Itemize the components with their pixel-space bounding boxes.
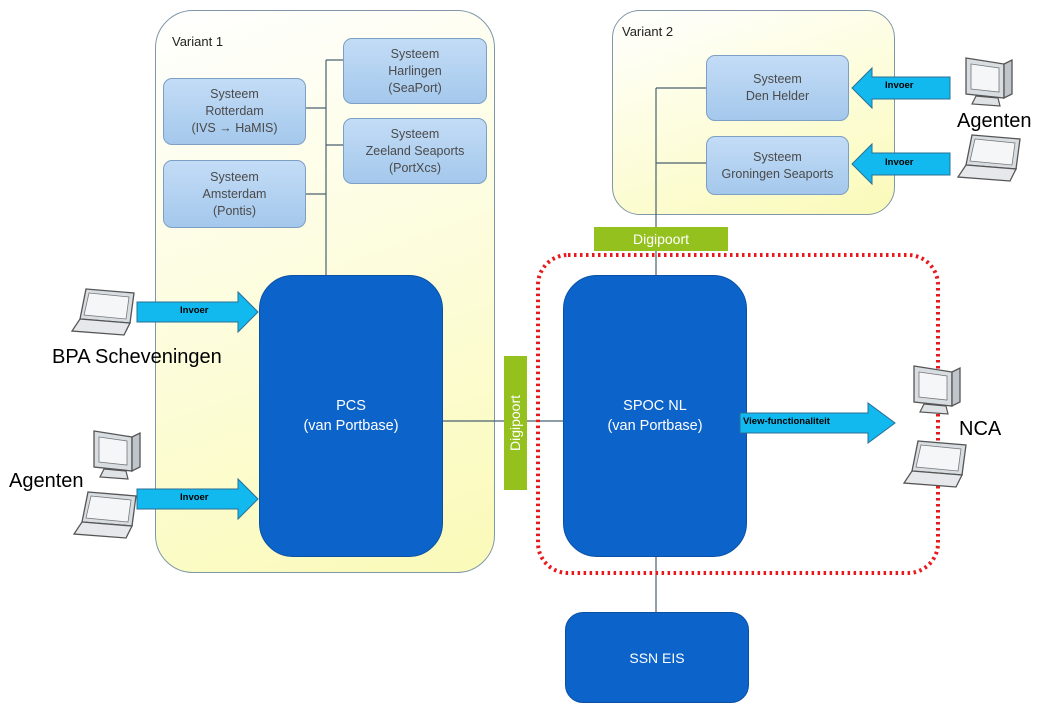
agenten-left-label: Agenten [9,470,84,492]
arrow-invoer-groningen [851,142,951,186]
invoer-groningen-label: Invoer [885,157,914,168]
system-zeeland: Systeem Zeeland Seaports (PortXcs) [343,118,487,184]
system-rotterdam-line2: Rotterdam [205,104,264,118]
system-groningen-line2: Groningen Seaports [721,166,834,181]
variant-1-label: Variant 1 [172,34,224,49]
ssn-eis-block: SSN EIS [565,612,749,703]
spoc-block: SPOC NL (van Portbase) [563,275,747,557]
system-harlingen: Systeem Harlingen (SeaPort) [343,38,487,104]
system-zeeland-line1: Systeem [390,126,440,141]
pcs-title: PCS [336,398,366,414]
agenten-right-label: Agenten [957,110,1032,132]
desktop-icon-agenten-right [965,57,1013,107]
system-rotterdam-line3: (IVS → HaMIS) [191,121,278,135]
spoc-dotted-boundary [536,253,940,575]
system-harlingen-line1: Systeem [390,46,440,61]
system-amsterdam: Systeem Amsterdam (Pontis) [163,160,306,228]
arrow-view [739,402,896,444]
system-groningen: Systeem Groningen Seaports [706,136,849,195]
invoer-denhelder-label: Invoer [885,80,914,91]
nca-label: NCA [959,418,1002,440]
laptop-icon-agenten-right [957,134,1021,182]
system-zeeland-line2: Zeeland Seaports [365,143,465,158]
arrow-invoer-agenten [136,477,259,521]
system-amsterdam-line3: (Pontis) [212,203,257,218]
variant-2-label: Variant 2 [622,24,674,39]
digipoort-vertical: Digipoort [504,356,527,490]
laptop-icon-agenten-left [73,491,137,539]
invoer-agenten-label: Invoer [180,492,209,503]
invoer-bpa-label: Invoer [180,305,209,316]
ssn-eis-label: SSN EIS [629,649,685,666]
laptop-icon-nca [903,440,967,488]
pcs-subtitle: (van Portbase) [303,418,399,434]
spoc-title: SPOC NL [623,398,687,414]
system-harlingen-line3: (SeaPort) [388,80,442,95]
system-rotterdam-line1: Systeem [210,87,259,101]
system-den-helder-line1: Systeem [753,72,802,86]
bpa-scheveningen-label: BPA Scheveningen [52,346,222,368]
desktop-icon-agenten-left [93,430,141,480]
system-den-helder-line2: Den Helder [745,89,810,103]
desktop-icon-nca [913,365,961,415]
system-groningen-line1: Systeem [753,149,802,164]
system-amsterdam-line2: Amsterdam [202,186,267,201]
spoc-subtitle: (van Portbase) [607,418,703,434]
digipoort-top: Digipoort [594,227,728,251]
system-den-helder: Systeem Den Helder [706,55,849,121]
laptop-icon-bpa [71,288,135,336]
system-rotterdam: Systeem Rotterdam (IVS → HaMIS) [163,78,306,145]
pcs-block: PCS (van Portbase) [259,275,443,557]
system-amsterdam-line1: Systeem [210,169,259,184]
view-functionaliteit-label: View-functionaliteit [743,416,830,427]
digipoort-top-label: Digipoort [632,231,690,247]
arrow-invoer-bpa [136,290,259,334]
arrow-invoer-denhelder [851,66,951,110]
system-harlingen-line2: Harlingen [388,63,442,78]
system-zeeland-line3: (PortXcs) [388,160,442,175]
